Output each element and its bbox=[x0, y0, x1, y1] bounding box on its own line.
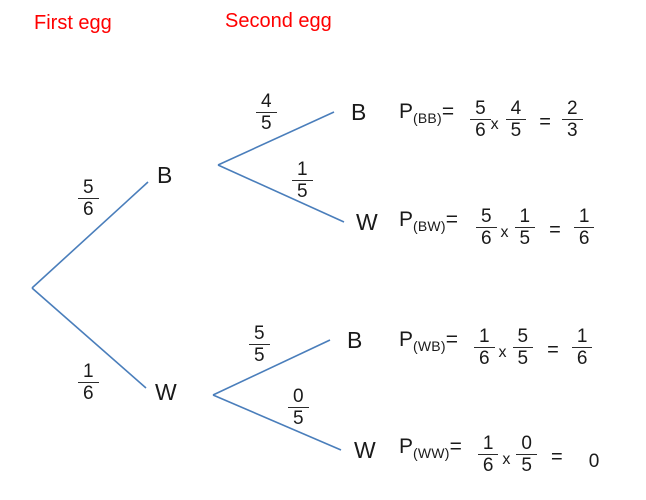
branch-line-second-ww bbox=[212, 394, 342, 451]
branch-prob-second-wb-numerator: 5 bbox=[254, 323, 265, 344]
equation-bw: P(BW)= 5 6 x 1 5 = 1 6 bbox=[399, 207, 595, 249]
equation-ww-equals2: = bbox=[551, 446, 563, 468]
branch-prob-second-wb-denominator: 5 bbox=[249, 344, 270, 366]
header-second-egg: Second egg bbox=[225, 10, 332, 32]
branch-prob-second-bw-denominator: 5 bbox=[292, 180, 313, 202]
branch-line-second-bw bbox=[217, 164, 345, 223]
node-second-bb: B bbox=[351, 99, 367, 125]
equation-ww-times: x bbox=[502, 451, 511, 468]
branch-prob-second-ww-numerator: 0 bbox=[293, 386, 304, 407]
node-second-ww: W bbox=[354, 437, 376, 463]
node-first-w: W bbox=[155, 379, 177, 405]
equation-wb-equals2: = bbox=[547, 339, 559, 361]
branch-prob-second-ww-denominator: 5 bbox=[288, 407, 309, 429]
branch-prob-first-b: 5 6 bbox=[78, 178, 99, 220]
equation-wb-result: 1 6 bbox=[571, 327, 593, 369]
equation-bw-equals2: = bbox=[549, 219, 561, 241]
node-first-b: B bbox=[157, 162, 173, 188]
equation-ww-result: 0 bbox=[588, 451, 600, 472]
branch-line-second-bb bbox=[217, 111, 335, 166]
branch-prob-first-w-numerator: 1 bbox=[83, 361, 94, 382]
branch-prob-second-bb: 4 5 bbox=[256, 92, 277, 134]
equation-bb-times: x bbox=[490, 116, 499, 133]
branch-prob-first-b-numerator: 5 bbox=[83, 177, 94, 198]
branch-prob-second-bw: 1 5 bbox=[292, 160, 313, 202]
branch-line-first-b bbox=[31, 181, 149, 289]
equation-bw-times: x bbox=[500, 224, 509, 241]
equation-bb-result: 2 3 bbox=[561, 99, 583, 141]
equation-bw-result: 1 6 bbox=[573, 207, 595, 249]
equation-ww-factor2: 0 5 bbox=[516, 434, 537, 476]
equation-bb-label: P(BB)= bbox=[399, 100, 455, 127]
equation-wb-factor1: 1 6 bbox=[473, 327, 495, 369]
branch-prob-first-w: 1 6 bbox=[78, 362, 99, 404]
equation-ww-label: P(WW)= bbox=[399, 435, 462, 462]
node-second-bw: W bbox=[356, 209, 378, 235]
equation-bw-factor1: 5 6 bbox=[475, 207, 497, 249]
branch-prob-first-b-denominator: 6 bbox=[78, 198, 99, 220]
equation-bb-factor2: 4 5 bbox=[505, 99, 527, 141]
branch-prob-second-bb-denominator: 5 bbox=[256, 112, 277, 134]
equation-ww-factor1: 1 6 bbox=[477, 434, 499, 476]
equation-ww: P(WW)= 1 6 x 0 5 = 0 bbox=[399, 434, 599, 476]
header-first-egg: First egg bbox=[34, 12, 112, 34]
equation-bw-factor2: 1 5 bbox=[514, 207, 536, 249]
branch-prob-second-bb-numerator: 4 bbox=[261, 91, 272, 112]
equation-bb-equals2: = bbox=[539, 111, 551, 133]
branch-prob-second-wb: 5 5 bbox=[249, 324, 270, 366]
equation-wb: P(WB)= 1 6 x 5 5 = 1 6 bbox=[399, 327, 593, 369]
equation-wb-factor2: 5 5 bbox=[512, 327, 534, 369]
branch-prob-second-ww: 0 5 bbox=[288, 387, 309, 429]
branch-line-second-wb bbox=[212, 339, 331, 396]
equation-bb: P(BB)= 5 6 x 4 5 = 2 3 bbox=[399, 99, 583, 141]
branch-prob-second-bw-numerator: 1 bbox=[297, 159, 308, 180]
branch-line-first-w bbox=[31, 287, 147, 389]
equation-bw-label: P(BW)= bbox=[399, 208, 458, 235]
equation-wb-label: P(WB)= bbox=[399, 328, 458, 355]
branch-prob-first-w-denominator: 6 bbox=[78, 382, 99, 404]
equation-bb-factor1: 5 6 bbox=[470, 99, 491, 141]
equation-wb-times: x bbox=[498, 344, 507, 361]
node-second-wb: B bbox=[347, 327, 363, 353]
